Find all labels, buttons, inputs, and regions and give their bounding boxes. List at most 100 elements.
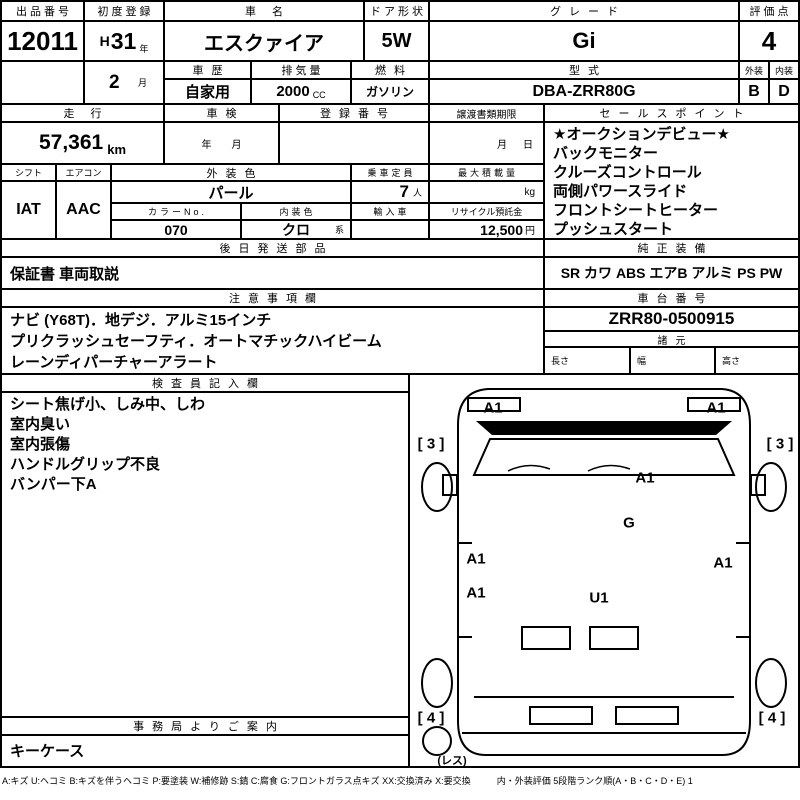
- sales-point: クルーズコントロール: [553, 164, 702, 181]
- score-label: 評価点: [740, 2, 798, 20]
- lot-number-label: 出品番号: [2, 2, 83, 20]
- rear-seat-left: [521, 626, 571, 650]
- rear-seat-right: [589, 626, 639, 650]
- capacity-value-cell: 7 人: [352, 182, 428, 202]
- shaken-month-unit: 月: [231, 139, 242, 151]
- windshield: [472, 438, 736, 476]
- month-unit: 月: [137, 78, 147, 88]
- aircon-label: エアコン: [57, 165, 110, 180]
- damage-mark: A1: [713, 554, 733, 572]
- model-code-label: 型式: [430, 62, 738, 78]
- color-number-label: カラーNo.: [112, 204, 240, 219]
- caution-line: レーンディパーチャーアラート: [10, 354, 218, 371]
- genuine-equipment-value: SR カワ ABS エアB アルミ PS PW: [545, 258, 798, 288]
- caution-list: ナビ (Y68T)．地デジ．アルミ15インチプリクラッシュセーフティ．オートマチ…: [2, 308, 543, 373]
- damage-mark: [ 3 ]: [417, 435, 445, 453]
- inspector-note: ハンドルグリップ不良: [10, 456, 161, 473]
- displacement-label: 排気量: [252, 62, 350, 78]
- mileage-unit: km: [107, 142, 127, 157]
- deadline-day-unit: 日: [523, 139, 533, 151]
- recycle-deposit-value-cell: 12,500 円: [430, 221, 543, 238]
- aircon-value: AAC: [57, 182, 110, 238]
- interior-color-value-cell: クロ 系: [242, 221, 350, 238]
- sales-point: プッシュスタート: [553, 221, 674, 238]
- office-notice-label: 事務局よりご案内: [2, 718, 408, 734]
- shaken-year-unit: 年: [201, 139, 212, 151]
- recycle-deposit-value: 12,500: [480, 221, 523, 238]
- year-unit: 年: [139, 44, 149, 54]
- car-name-value: エスクァイア: [165, 22, 363, 60]
- inspector-note: シート焦げ小、しみ中、しわ: [10, 396, 206, 413]
- inspector-note: 室内張傷: [10, 436, 71, 453]
- shift-label: シフト: [2, 165, 55, 180]
- inspector-note: バンパー下A: [10, 476, 97, 493]
- interior-grade-value: D: [770, 80, 798, 103]
- lot-number-value: 12011: [2, 22, 83, 60]
- rear-window-left: [529, 706, 593, 725]
- door-shape-label: ドア形状: [365, 2, 428, 20]
- registration-month: 2: [109, 71, 120, 93]
- max-load-value-cell: kg: [430, 182, 543, 202]
- genuine-equipment-label: 純正装備: [545, 240, 798, 256]
- displacement-value-cell: 2000 CC: [252, 80, 350, 103]
- registration-number-value: [280, 123, 428, 163]
- damage-mark: [ 4 ]: [758, 709, 786, 727]
- damage-mark: (レス): [437, 755, 467, 766]
- wiper-right: [587, 464, 631, 472]
- model-code-value: DBA-ZRR80G: [430, 80, 738, 103]
- exterior-grade-label: 外装: [740, 62, 768, 78]
- damage-mark: U1: [589, 589, 609, 607]
- dimension-width-cell: 幅: [631, 348, 714, 373]
- office-notice-value: キーケース: [2, 736, 408, 766]
- headlight-right: [687, 397, 741, 412]
- damage-mark: A1: [635, 469, 655, 487]
- sales-points-list: ★オークションデビュー★バックモニタークルーズコントロール両側パワースライドフロ…: [545, 123, 798, 238]
- interior-grade-label: 内装: [770, 62, 798, 78]
- damage-mark: A1: [466, 584, 486, 602]
- shift-value: IAT: [2, 182, 55, 238]
- dimension-length-cell: 長さ: [545, 348, 629, 373]
- first-registration-label: 初度登録: [85, 2, 163, 20]
- displacement-value: 2000: [276, 83, 310, 100]
- displacement-unit: CC: [312, 90, 326, 100]
- exterior-color-value: パール: [112, 182, 350, 202]
- transfer-deadline-label: 譲渡書類期限: [430, 105, 543, 121]
- max-load-unit: kg: [524, 186, 535, 198]
- interior-color-suffix: 系: [334, 225, 344, 235]
- import-car-value: [352, 221, 428, 238]
- grade-label: グレード: [430, 2, 738, 20]
- registration-number-label: 登録番号: [280, 105, 428, 121]
- recycle-deposit-unit: 円: [525, 226, 535, 237]
- registration-year: 31: [110, 27, 137, 54]
- mileage-value-cell: 57,361 km: [2, 123, 163, 163]
- sheet-grid-background: 出品番号 初度登録 車名 ドア形状 グレード 評価点 12011 H 31 年 …: [0, 0, 800, 768]
- sales-point: フロントシートヒーター: [553, 202, 719, 219]
- mileage-label: 走行: [2, 105, 163, 121]
- capacity-label: 乗車定員: [352, 165, 428, 180]
- era-letter: H: [99, 33, 110, 49]
- deadline-month-unit: 月: [497, 139, 507, 151]
- legend: A:キズ U:ヘコミ B:キズを伴うヘコミ P:要塗装 W:補修跡 S:錆 C:…: [2, 772, 798, 788]
- car-history-label: 車歴: [165, 62, 250, 78]
- color-number-value: 070: [112, 221, 240, 238]
- grade-value: Gi: [430, 22, 738, 60]
- exterior-grade-value: B: [740, 80, 768, 103]
- wheel-icons: [421, 462, 787, 756]
- later-parts-label: 後日発送部品: [2, 240, 543, 256]
- capacity-value: 7: [399, 182, 409, 201]
- chassis-number-value: ZRR80-0500915: [545, 308, 798, 330]
- caution-label: 注意事項欄: [2, 290, 543, 306]
- dimension-height-cell: 高さ: [716, 348, 798, 373]
- score-value: 4: [740, 22, 798, 60]
- lot-empty-cell: [2, 62, 83, 103]
- sales-point: ★オークションデビュー★: [553, 126, 730, 143]
- rear-window-right: [615, 706, 679, 725]
- inspector-note: 室内臭い: [10, 416, 71, 433]
- shaken-value-cell: 年 月: [165, 123, 278, 163]
- first-registration-year-cell: H 31 年: [85, 22, 163, 60]
- mileage-value: 57,361: [38, 131, 104, 154]
- legend-damage-codes: A:キズ U:ヘコミ B:キズを伴うヘコミ P:要塗装 W:補修跡 S:錆 C:…: [2, 775, 471, 786]
